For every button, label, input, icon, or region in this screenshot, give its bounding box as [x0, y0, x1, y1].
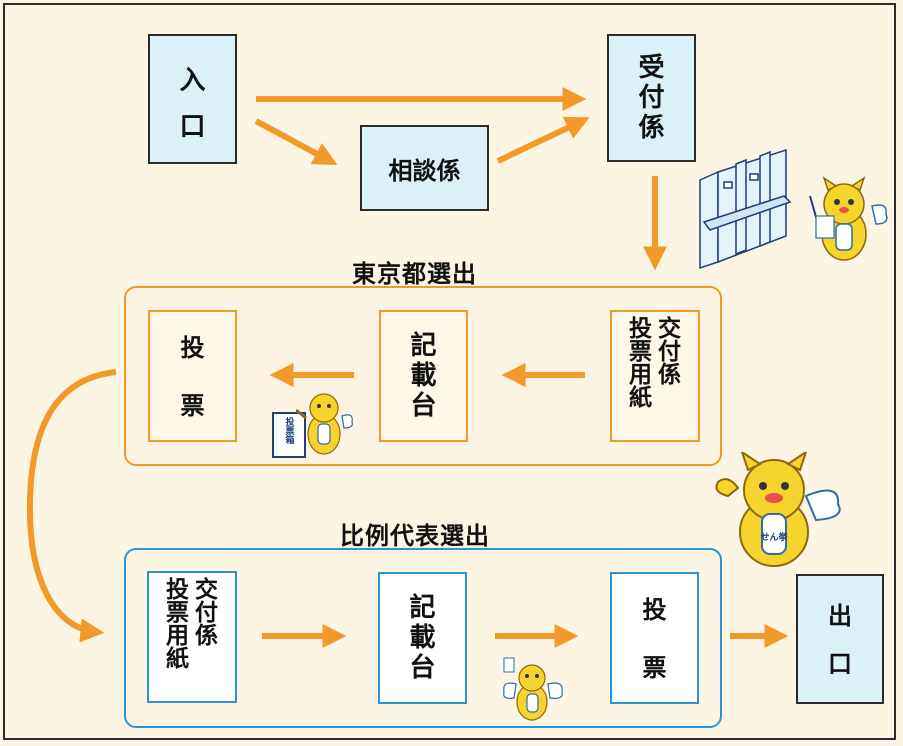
pr-writing-table-box: 記 載 台 [378, 572, 467, 704]
pr-voting-char-2: 票 [642, 654, 667, 682]
entrance-char-2: 口 [179, 112, 206, 142]
pr-issue-left-1: 投 [166, 577, 189, 603]
tokyo-ballot-issue-col-left: 投 票 用 紙 [629, 318, 652, 410]
ballot-box-label: 投票箱 [283, 417, 294, 444]
ballot-box-icon: 投票箱 [272, 412, 306, 458]
tokyo-voting-char-1: 投 [180, 334, 205, 362]
mascot-icon [503, 657, 563, 721]
tokyo-ballot-issue-box: 投 票 用 紙 交 付 係 [610, 310, 700, 442]
reception-char-2: 付 [638, 83, 665, 113]
reception-char-1: 受 [638, 53, 665, 83]
entrance-char-1: 入 [179, 66, 206, 96]
tokyo-writing-char-1: 記 [410, 331, 437, 361]
pr-voting-box: 投 票 [610, 572, 699, 704]
pr-writing-char-3: 台 [409, 653, 436, 683]
tokyo-issue-right-3: 係 [658, 362, 681, 388]
tokyo-issue-right-1: 交 [658, 316, 681, 342]
pr-issue-left-4: 紙 [166, 646, 189, 672]
mascot-badge: せん挙 [760, 531, 788, 543]
consultation-box: 相談係 [360, 125, 489, 211]
voting-booth-icon [699, 148, 792, 270]
tokyo-writing-char-2: 載 [410, 361, 437, 391]
pr-writing-char-2: 載 [409, 623, 436, 653]
reception-box: 受 付 係 [607, 34, 696, 162]
tokyo-writing-table-box: 記 載 台 [379, 310, 468, 442]
pr-issue-left-3: 用 [166, 623, 189, 649]
exit-char-2: 口 [828, 650, 852, 678]
pr-ballot-issue-box: 投 票 用 紙 交 付 係 [147, 571, 237, 703]
mascot-icon [296, 393, 353, 455]
pr-issue-right-2: 付 [195, 600, 218, 626]
tokyo-writing-char-3: 台 [410, 391, 437, 421]
tokyo-issue-left-3: 用 [629, 362, 652, 388]
reception-char-3: 係 [638, 113, 665, 143]
pr-section-title: 比例代表選出 [340, 522, 490, 550]
pr-writing-char-1: 記 [409, 593, 436, 623]
pr-ballot-issue-col-left: 投 票 用 紙 [166, 579, 189, 671]
pr-ballot-issue-col-right: 交 付 係 [195, 579, 218, 648]
consultation-label: 相談係 [388, 156, 461, 185]
pr-voting-char-1: 投 [642, 596, 667, 624]
tokyo-voting-char-2: 票 [180, 392, 205, 420]
pr-issue-right-3: 係 [195, 623, 218, 649]
tokyo-ballot-issue-col-right: 交 付 係 [658, 318, 681, 387]
pr-issue-left-2: 票 [166, 600, 189, 626]
exit-box: 出 口 [796, 574, 884, 704]
tokyo-section-title: 東京都選出 [352, 260, 477, 288]
entrance-box: 入 口 [148, 34, 237, 164]
tokyo-issue-right-2: 付 [658, 339, 681, 365]
tokyo-issue-left-4: 紙 [629, 385, 652, 411]
arrow-entrance-to-consultation [254, 118, 338, 165]
arrow-tokyo-to-pr-curve [26, 369, 117, 643]
exit-char-1: 出 [828, 602, 852, 630]
tokyo-issue-left-1: 投 [629, 316, 652, 342]
tokyo-voting-box: 投 票 [148, 310, 237, 442]
tokyo-issue-left-2: 票 [629, 339, 652, 365]
mascot-icon [809, 176, 888, 261]
arrow-consultation-to-reception [496, 116, 590, 164]
pr-issue-right-1: 交 [195, 577, 218, 603]
mascot-icon: せん挙 [715, 452, 841, 567]
